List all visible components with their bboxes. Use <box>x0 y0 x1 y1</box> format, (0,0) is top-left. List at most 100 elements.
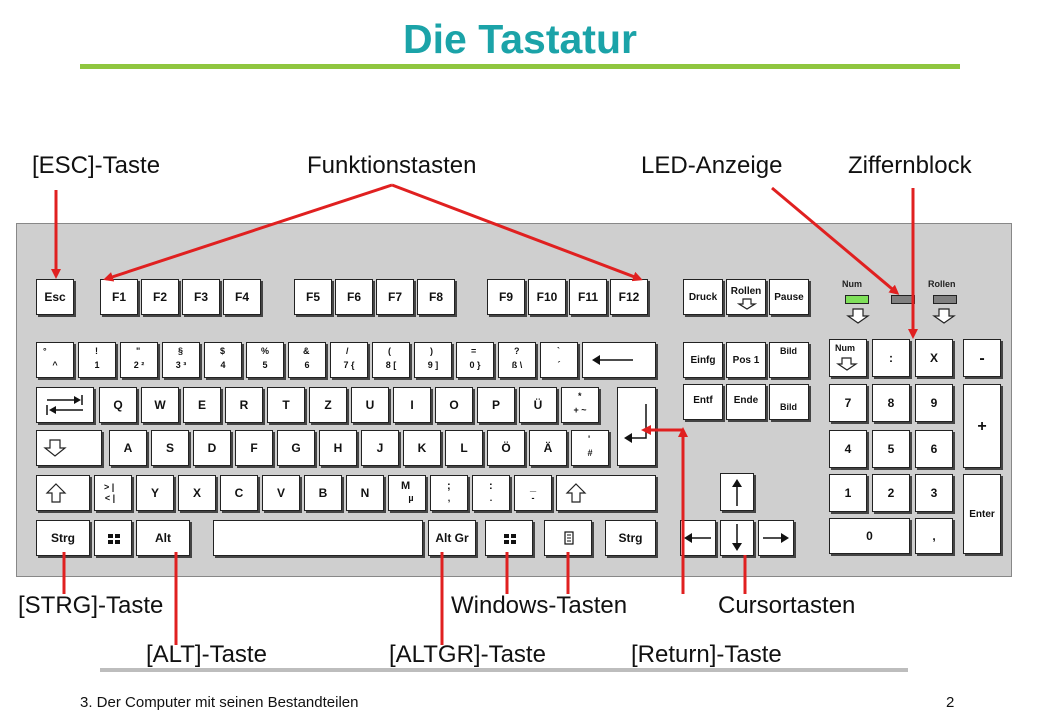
shift-arrow-icon <box>565 483 587 503</box>
key-return <box>617 387 656 466</box>
led-rollen-label: Rollen <box>928 279 956 289</box>
key-l: L <box>445 430 483 466</box>
key-einfg: Einfg <box>683 342 723 378</box>
key-bild-up-label: Bild <box>780 346 797 356</box>
lock-arrow-icon <box>737 298 757 310</box>
key-rollen: Rollen <box>726 279 766 315</box>
key-space <box>213 520 423 556</box>
key-sz-bottom: ß \ <box>511 360 523 370</box>
key-3-bottom: 3 ³ <box>175 360 187 370</box>
label-windows-keys: Windows-Tasten <box>451 592 628 619</box>
key-accent-bottom: ´ <box>557 360 561 370</box>
key-f3: F3 <box>182 279 220 315</box>
key-menu <box>544 520 592 556</box>
num-lock-arrow-icon <box>846 308 870 324</box>
caps-lock-arrow-icon <box>43 439 67 457</box>
key-c: C <box>220 475 258 511</box>
key-alt: Alt <box>136 520 190 556</box>
key-arrow-left <box>680 520 716 556</box>
key-ende: Ende <box>726 384 766 420</box>
key-plus-top: * <box>578 391 582 401</box>
key-w: W <box>141 387 179 423</box>
key-druck: Druck <box>683 279 723 315</box>
key-divide: : <box>872 339 910 377</box>
key-f8: F8 <box>417 279 455 315</box>
key-h: H <box>319 430 357 466</box>
key-f1: F1 <box>100 279 138 315</box>
key-f9: F9 <box>487 279 525 315</box>
key-comma-bottom: , <box>447 493 451 503</box>
key-a: A <box>109 430 147 466</box>
key-caps-lock <box>36 430 102 466</box>
page-up-arrow-icon <box>786 361 796 367</box>
label-strg-key: [STRG]-Taste <box>18 592 164 619</box>
key-minus: _- <box>514 475 552 511</box>
label-led-display: LED-Anzeige <box>641 152 783 179</box>
key-f: F <box>235 430 273 466</box>
label-function-keys: Funktionstasten <box>307 152 477 179</box>
key-i: I <box>393 387 431 423</box>
key-num6: 6 <box>915 430 953 468</box>
key-g: G <box>277 430 315 466</box>
key-m-bottom: µ <box>408 493 414 503</box>
key-p: P <box>477 387 515 423</box>
key-shift-left <box>36 475 90 511</box>
key-3-top: § <box>178 346 184 356</box>
key-minus-bottom: - <box>531 493 535 503</box>
arrow-right-icon <box>763 533 789 543</box>
return-arrow-icon <box>624 404 647 443</box>
key-9-bottom: 9 ] <box>427 360 439 370</box>
key-n: N <box>346 475 384 511</box>
key-o: O <box>435 387 473 423</box>
key-hash-top: ' <box>588 434 591 444</box>
label-altgr-key: [ALTGR]-Taste <box>389 641 546 668</box>
key-f12: F12 <box>610 279 648 315</box>
led-num <box>845 295 869 304</box>
key-4: $4 <box>204 342 242 378</box>
key-0-top: = <box>471 346 477 356</box>
key-9: )9 ] <box>414 342 452 378</box>
key-7-bottom: 7 { <box>343 360 355 370</box>
key-y: Y <box>136 475 174 511</box>
key-u: U <box>351 387 389 423</box>
key-hash: '# <box>571 430 609 466</box>
key-entf: Entf <box>683 384 723 420</box>
key-plus-bottom: + ~ <box>573 405 587 415</box>
key-strg-left: Strg <box>36 520 90 556</box>
key-pause: Pause <box>769 279 809 315</box>
key-5: %5 <box>246 342 284 378</box>
windows-logo-icon <box>504 534 516 544</box>
key-f10: F10 <box>528 279 566 315</box>
key-num7: 7 <box>829 384 867 422</box>
key-windows-left <box>94 520 132 556</box>
key-accent-top: ` <box>557 346 560 356</box>
key-f5: F5 <box>294 279 332 315</box>
key-7: /7 { <box>330 342 368 378</box>
key-subtract: - <box>963 339 1001 377</box>
footer-chapter: 3. Der Computer mit seinen Bestandteilen <box>80 694 359 711</box>
key-8: (8 [ <box>372 342 410 378</box>
key-arrow-down <box>720 520 754 556</box>
key-num8: 8 <box>872 384 910 422</box>
key-v: V <box>262 475 300 511</box>
key-numlock: Num <box>829 339 867 377</box>
key-r: R <box>225 387 263 423</box>
led-caps <box>891 295 915 304</box>
label-cursor-keys: Cursortasten <box>718 592 856 619</box>
key-2-top: " <box>136 346 141 356</box>
key-strg-right: Strg <box>605 520 656 556</box>
label-numpad: Ziffernblock <box>848 152 972 179</box>
tab-arrow-icon <box>46 395 83 415</box>
key-6: &6 <box>288 342 326 378</box>
caps-lock-arrow-icon <box>932 308 956 324</box>
key-e: E <box>183 387 221 423</box>
key-oe: Ö <box>487 430 525 466</box>
key-1-bottom: 1 <box>94 360 100 370</box>
key-minus-top: _ <box>530 481 537 493</box>
key-num5: 5 <box>872 430 910 468</box>
key-2: "2 ² <box>120 342 158 378</box>
footer-page-number: 2 <box>946 694 955 711</box>
key-f11: F11 <box>569 279 607 315</box>
key-pos1: Pos 1 <box>726 342 766 378</box>
